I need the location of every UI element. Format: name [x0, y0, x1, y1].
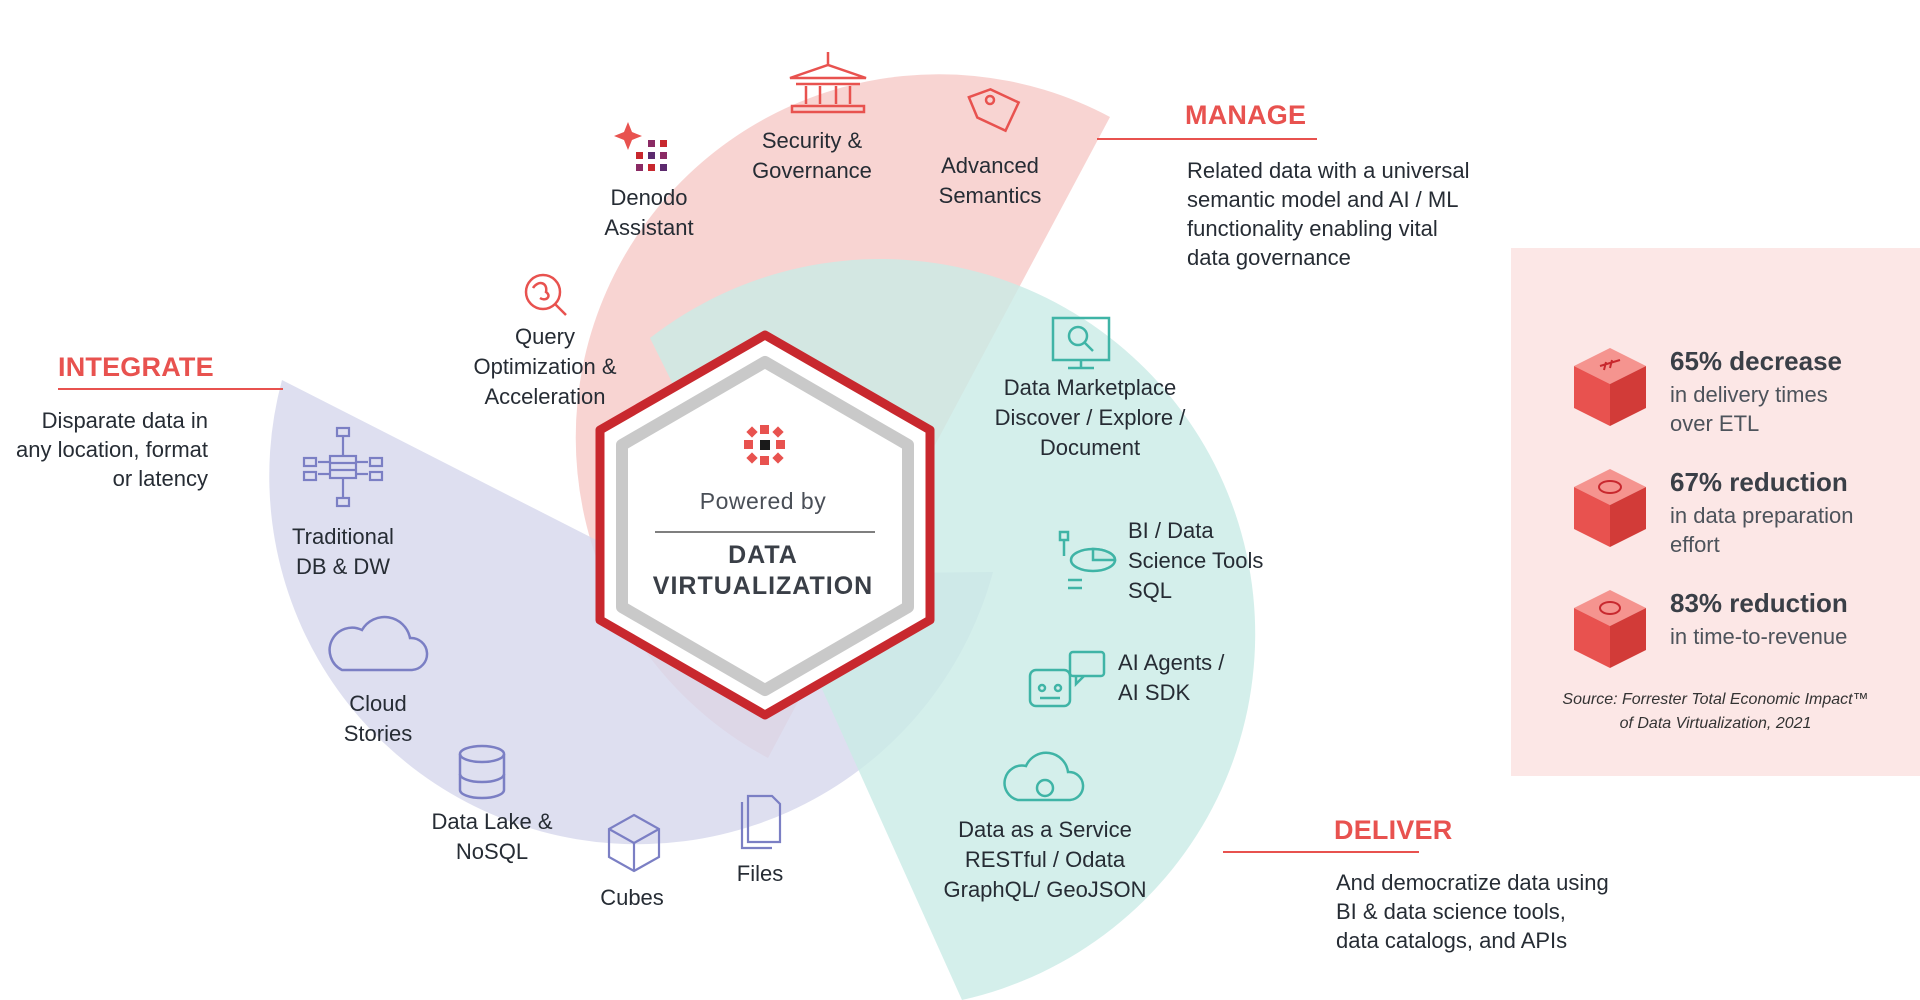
source-citation: Source: Forrester Total Economic Impact™… [1562, 691, 1869, 732]
pie-chart-icon [1058, 530, 1117, 590]
rocket-icon [1574, 348, 1646, 426]
denodo-logo-icon [744, 425, 785, 465]
cycle-dollar-icon [1574, 590, 1646, 668]
stat-item: 83% reduction in time-to-revenue [1570, 588, 1920, 698]
bank-icon [789, 52, 867, 114]
tag-icon [967, 87, 1021, 133]
database-network-icon [302, 426, 384, 508]
stat-description: in time-to-revenue [1670, 624, 1848, 649]
deliver-rule [1223, 851, 1419, 853]
deliver-title: DELIVER [1334, 815, 1453, 845]
hexagon-inner [616, 356, 914, 696]
stat-value: 67% reduction [1670, 467, 1848, 497]
cloud-icon [328, 615, 429, 672]
manage-title: MANAGE [1185, 100, 1307, 130]
powered-by-label: Powered by [699, 488, 827, 514]
sparkle-icon [614, 122, 667, 171]
files-icon [740, 794, 782, 850]
monitor-search-icon [1051, 316, 1111, 370]
robot-icon [1028, 650, 1106, 708]
magnifier-gear-icon [524, 273, 567, 316]
node-datalake: Data Lake &NoSQL [431, 809, 553, 864]
cloud-gear-icon [1003, 751, 1085, 802]
stat-value: 83% reduction [1670, 588, 1848, 618]
data-virtualization-title: DATA VIRTUALIZATION [652, 541, 874, 600]
manage-rule [1097, 138, 1317, 140]
stat-value: 65% decrease [1670, 346, 1843, 376]
timer-icon [1574, 469, 1646, 547]
node-security: Security &Governance [752, 128, 872, 183]
cube-icon [607, 813, 661, 873]
node-ai-agents: AI Agents /AI SDK [1118, 650, 1225, 705]
node-cubes: Cubes [600, 885, 664, 910]
database-icon [458, 744, 506, 800]
node-files: Files [736, 861, 784, 886]
integrate-title: INTEGRATE [58, 352, 214, 382]
integrate-rule [58, 388, 283, 390]
